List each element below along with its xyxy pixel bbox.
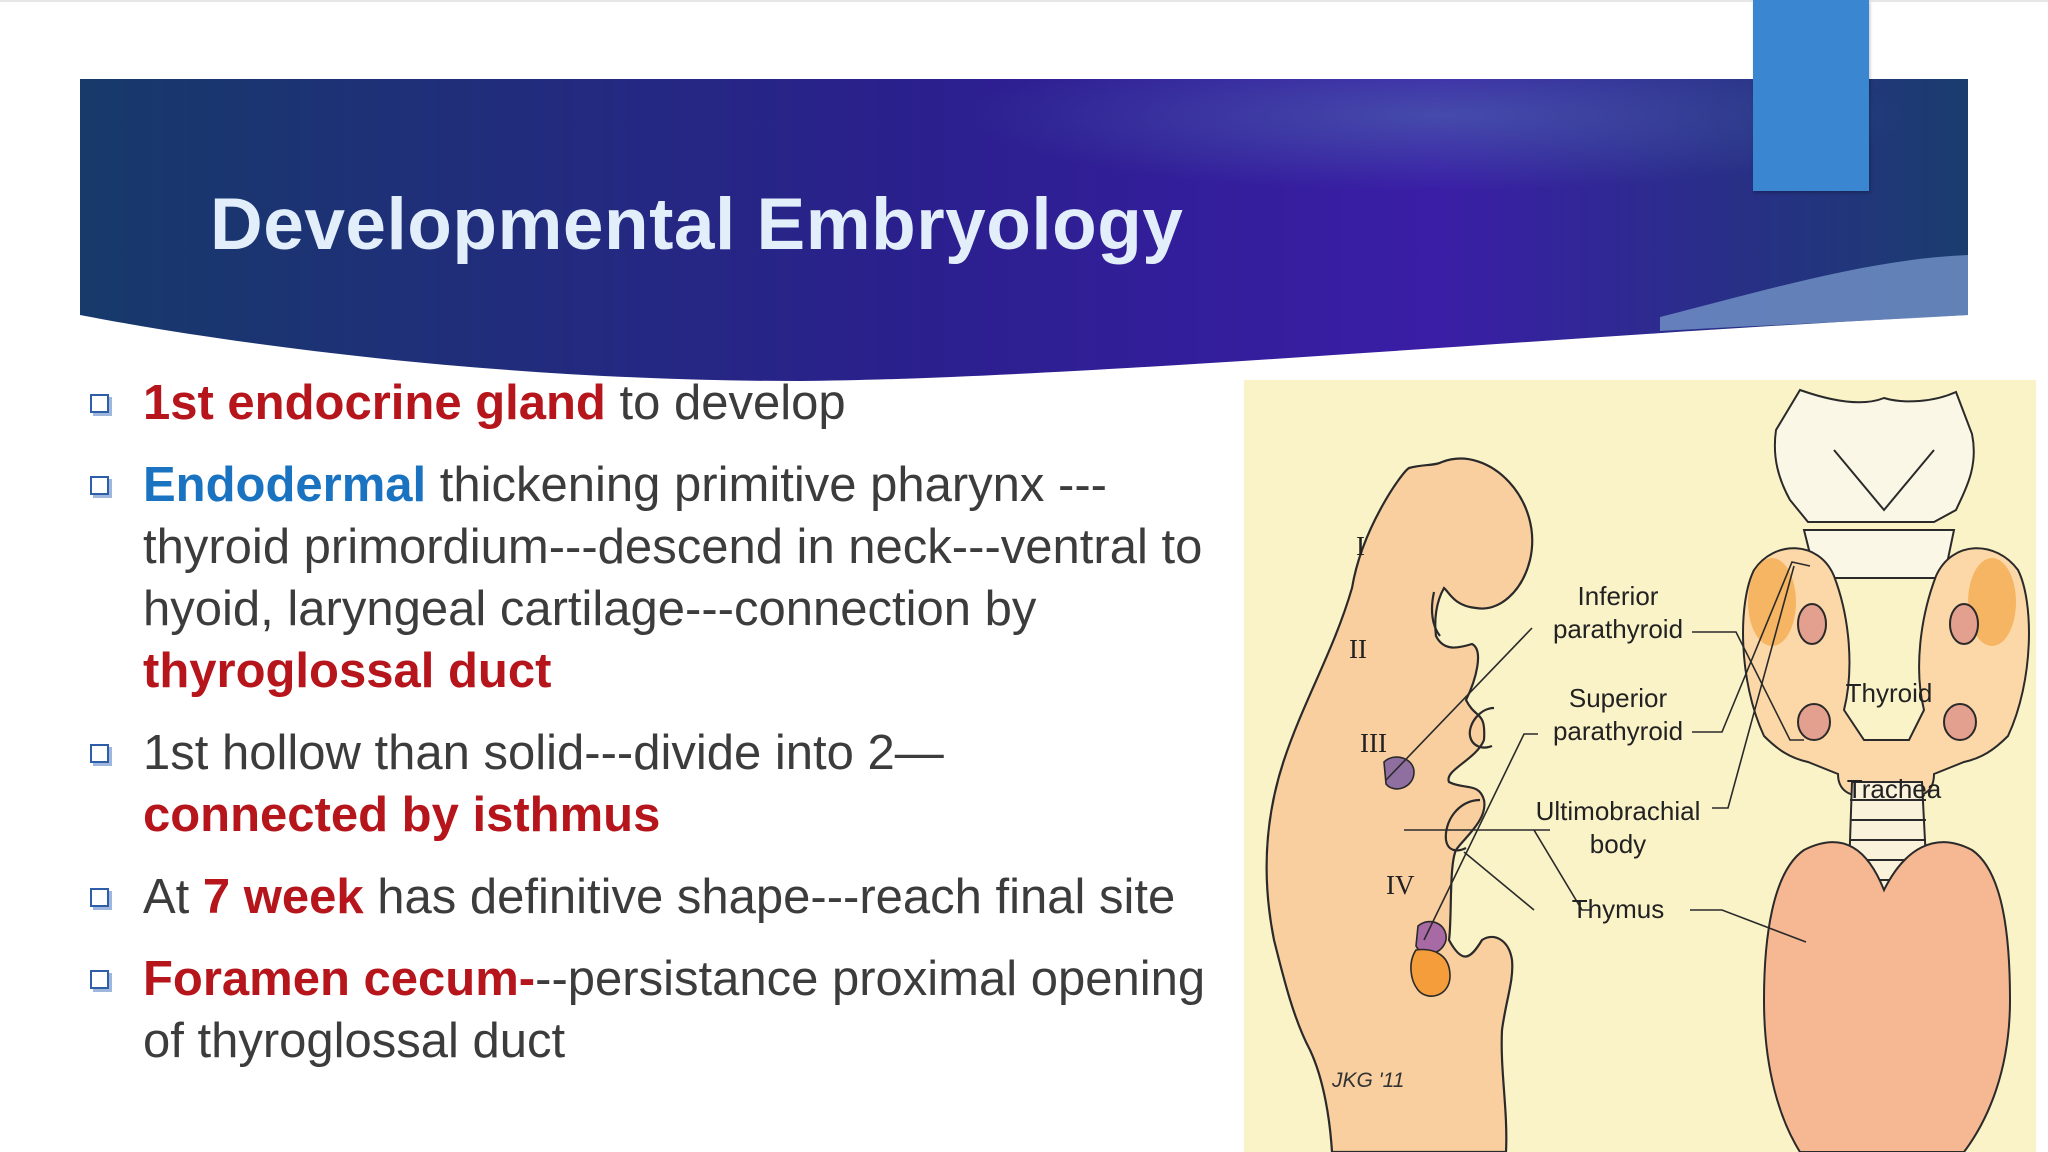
top-divider	[0, 0, 2048, 2]
hollow-square-bullet-icon	[90, 970, 109, 989]
pouch-label-ii: II	[1349, 634, 1367, 664]
bullet-text: to develop	[605, 376, 846, 430]
emphasis-text: 1st endocrine gland	[143, 376, 606, 430]
pouch-iii-body	[1383, 756, 1415, 790]
inferior-parathyroid-label: parathyroid	[1553, 614, 1683, 644]
pouch-label-i: I	[1356, 531, 1365, 561]
bullet-item: Foramen cecum---persistance proximal ope…	[88, 948, 1238, 1072]
inferior-parathyroid-label: Inferior	[1578, 581, 1659, 611]
thyroid-label: Thyroid	[1846, 678, 1933, 708]
pouch-label-iv: IV	[1386, 870, 1415, 900]
emphasis-text: connected by isthmus	[143, 788, 661, 842]
hollow-square-bullet-icon	[90, 476, 109, 495]
emphasis-text: thyroglossal duct	[143, 644, 552, 698]
bullet-text: thickening primitive pharynx ---thyroid …	[143, 458, 1203, 636]
ultimobranchial-body-label: Ultimobrachial	[1536, 796, 1701, 826]
ultimobranchial-body-label: body	[1590, 829, 1646, 859]
title-banner	[80, 79, 1968, 381]
hollow-square-bullet-icon	[90, 744, 109, 763]
leader-lines	[1385, 561, 1811, 943]
superior-parathyroid-label: parathyroid	[1553, 716, 1683, 746]
bullet-item: 1st hollow than solid---divide into 2— co…	[88, 722, 1238, 846]
emphasis-text: Endodermal	[143, 458, 427, 512]
emphasis-text: 7 week	[202, 870, 364, 924]
pouch-label-iii: III	[1360, 728, 1387, 758]
artist-signature: JKG '11	[1331, 1069, 1405, 1092]
bullet-text: --persistance proximal opening of thyrog…	[143, 952, 1206, 1068]
thyroid-development-diagram: I II III IV	[1244, 380, 2036, 1152]
emphasis-text: Foramen cecum-	[143, 952, 536, 1006]
hollow-square-bullet-icon	[90, 394, 109, 413]
accent-tab	[1753, 0, 1869, 191]
bullet-text: At	[143, 870, 203, 924]
neck-structures-drawing	[1742, 388, 2030, 1152]
slide-title: Developmental Embryology	[210, 184, 1184, 265]
thymus-label: Thymus	[1572, 894, 1664, 924]
bullet-text: 1st hollow than solid---divide into 2—	[143, 726, 944, 780]
trachea-label: Trachea	[1847, 774, 1942, 804]
bullet-item: 1st endocrine gland to develop	[88, 372, 1238, 434]
bullet-text: has definitive shape---reach final site	[363, 870, 1176, 924]
bullet-item: At 7 week has definitive shape---reach f…	[88, 866, 1238, 928]
ultimobranchial-blob	[1410, 948, 1451, 997]
pharyngeal-pouches-drawing	[1265, 457, 1534, 1152]
bullet-list: 1st endocrine gland to develop Endoderma…	[88, 372, 1238, 1072]
hollow-square-bullet-icon	[90, 888, 109, 907]
superior-parathyroid-label: Superior	[1569, 683, 1668, 713]
bullet-item: Endodermal thickening primitive pharynx …	[88, 454, 1238, 702]
